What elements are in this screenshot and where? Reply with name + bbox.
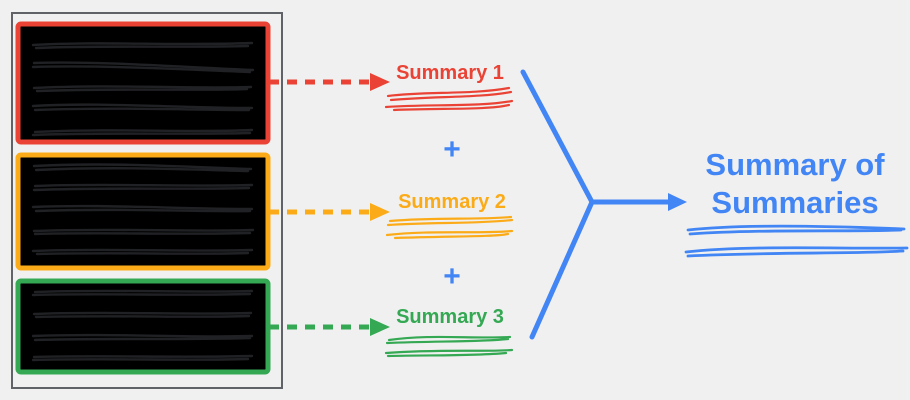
text-line <box>31 41 254 50</box>
chunk-3-arrow <box>269 318 390 336</box>
text-line <box>31 61 255 74</box>
text-line <box>32 311 253 319</box>
chunk-2-arrow <box>269 203 390 221</box>
text-line <box>31 354 254 362</box>
text-line <box>31 248 254 256</box>
summary-1-scribbles <box>384 86 514 112</box>
scribble-line <box>684 246 909 258</box>
scribble-line <box>386 215 514 227</box>
plus-operator-1: + <box>443 133 461 166</box>
chunk-2-box <box>15 152 271 271</box>
arrowhead-icon <box>370 203 390 221</box>
merge-arrow <box>520 69 687 340</box>
text-line <box>31 289 254 297</box>
summary-3-scribbles <box>384 335 514 358</box>
text-line <box>32 163 253 173</box>
scribble-line <box>384 99 514 112</box>
scribble-line <box>384 348 514 358</box>
summary-2-scribbles <box>385 215 514 240</box>
chunk-1-text-scribbles <box>31 41 255 137</box>
merge-line-top <box>520 69 595 205</box>
scribble-line <box>385 229 514 240</box>
summary-2-label: Summary 2 <box>398 191 506 213</box>
chunk-1-arrow <box>269 73 390 91</box>
final-summary-scribbles <box>684 224 909 258</box>
text-line <box>32 228 255 236</box>
final-summary-label-line2: Summaries <box>711 185 878 220</box>
scribble-line <box>386 86 513 102</box>
plus-operator-2: + <box>443 260 461 293</box>
scribble-line <box>385 335 512 345</box>
arrowhead-icon <box>370 73 390 91</box>
text-line <box>31 204 254 213</box>
text-line <box>31 333 254 342</box>
summary-1-label: Summary 1 <box>396 62 504 84</box>
scribble-line <box>686 224 906 236</box>
chunk-3-box <box>15 278 271 375</box>
chunk-3-text-scribbles <box>31 289 254 362</box>
merge-line-bottom <box>529 199 595 340</box>
text-line <box>31 103 254 112</box>
text-line <box>31 128 254 137</box>
final-summary-label-line1: Summary of <box>705 147 885 182</box>
text-line <box>32 183 254 192</box>
source-document-border <box>11 12 283 389</box>
arrowhead-icon <box>668 193 687 211</box>
chunk-1-box <box>15 21 271 145</box>
arrowhead-icon <box>370 318 390 336</box>
chunk-2-text-scribbles <box>31 163 255 256</box>
text-line <box>32 85 253 93</box>
summary-3-label: Summary 3 <box>396 306 504 328</box>
